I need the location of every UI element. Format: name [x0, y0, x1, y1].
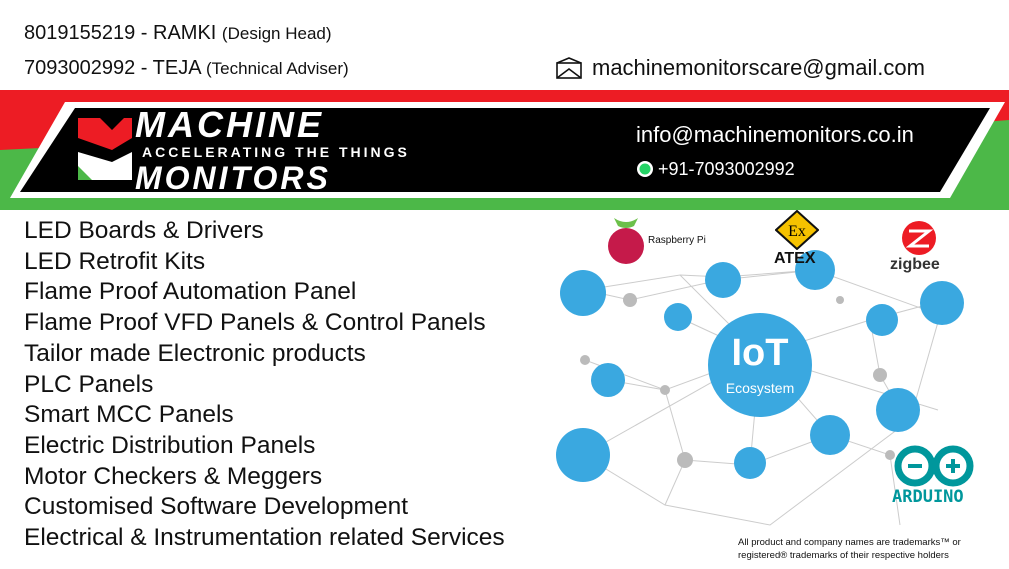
atex-icon: Ex	[775, 210, 819, 250]
contact-ramki: 8019155219 - RAMKI (Design Head)	[24, 22, 332, 44]
logo-monitors: MONITORS	[135, 160, 331, 196]
trademark-disclaimer: All product and company names are tradem…	[738, 536, 961, 562]
service-item: Motor Checkers & Meggers	[24, 462, 323, 490]
banner-email[interactable]: info@machinemonitors.co.in	[636, 122, 914, 147]
banner	[0, 90, 1009, 210]
whatsapp-icon	[637, 161, 653, 177]
iot-network-graphic: IoT Ecosystem	[556, 250, 964, 526]
service-item: Electrical & Instrumentation related Ser…	[24, 524, 505, 552]
atex-mark: Ex	[788, 223, 806, 240]
services-list: LED Boards & Drivers LED Retrofit Kits F…	[24, 216, 505, 554]
role: (Design Head)	[221, 24, 332, 43]
disclaimer-line: All product and company names are tradem…	[738, 537, 961, 548]
atex-label: ATEX	[774, 250, 816, 267]
role: (Technical Adviser)	[206, 59, 349, 78]
zigbee-label: zigbee	[890, 256, 940, 273]
envelope-icon	[556, 57, 582, 79]
service-item: Flame Proof Automation Panel	[24, 278, 357, 306]
service-item: Tailor made Electronic products	[24, 339, 366, 367]
raspberry-pi-icon	[608, 218, 644, 264]
disclaimer-line: registered® trademarks of their respecti…	[738, 550, 949, 561]
logo-machine: MACHINE	[135, 104, 324, 145]
zigbee-icon	[902, 221, 936, 255]
email-contact: machinemonitorscare@gmail.com	[556, 55, 925, 81]
email-text[interactable]: machinemonitorscare@gmail.com	[592, 55, 925, 80]
service-item: PLC Panels	[24, 370, 154, 398]
logo-tagline: ACCELERATING THE THINGS	[142, 144, 410, 160]
whatsapp-number: +91-7093002992	[658, 159, 795, 179]
arduino-label: ARDUINO	[892, 487, 964, 507]
service-item: LED Boards & Drivers	[24, 217, 264, 244]
service-item: Customised Software Development	[24, 493, 409, 521]
iot-title: IoT	[732, 332, 789, 374]
contact-teja: 7093002992 - TEJA (Technical Adviser)	[24, 57, 349, 79]
name: RAMKI	[153, 22, 217, 44]
banner-whatsapp: +91-7093002992	[636, 158, 795, 180]
phone: 7093002992	[24, 57, 136, 79]
name: TEJA	[152, 57, 201, 79]
service-item: Electric Distribution Panels	[24, 431, 316, 459]
service-item: Flame Proof VFD Panels & Control Panels	[24, 309, 486, 337]
service-item: Smart MCC Panels	[24, 401, 234, 429]
service-item: LED Retrofit Kits	[24, 247, 206, 275]
arduino-icon	[894, 445, 974, 487]
iot-subtitle: Ecosystem	[726, 380, 794, 396]
raspberry-pi-label: Raspberry Pi	[648, 235, 706, 246]
phone: 8019155219	[24, 22, 136, 44]
